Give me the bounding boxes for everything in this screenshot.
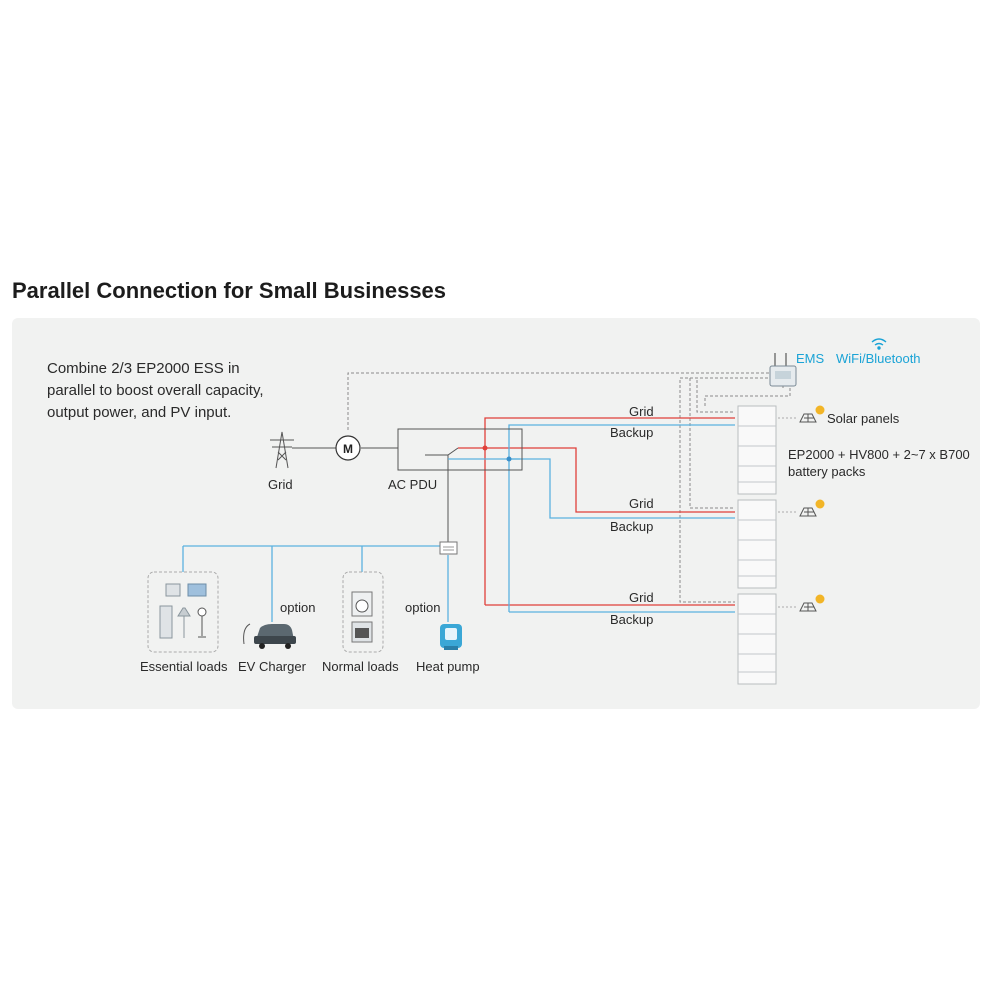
battery-desc-line2: battery packs <box>788 464 866 479</box>
heat-pump-icon <box>440 624 462 650</box>
diagram-panel <box>12 318 980 709</box>
ev-option-label: option <box>280 600 316 615</box>
ac-pdu-label: AC PDU <box>388 477 438 492</box>
unit2-grid-label: Grid <box>629 496 654 511</box>
grid-source-label: Grid <box>268 477 293 492</box>
description-text: Combine 2/3 EP2000 ESS in parallel to bo… <box>47 360 264 421</box>
solar-panel-icon <box>778 413 817 612</box>
battery-desc-line1: EP2000 + HV800 + 2~7 x B700 <box>788 447 970 462</box>
unit3-grid-label: Grid <box>629 590 654 605</box>
essential-loads-icon <box>147 571 219 653</box>
solar-panels-label: Solar panels <box>827 411 900 426</box>
unit1-grid-label: Grid <box>629 404 654 419</box>
heat-pump-option-label: option <box>405 600 441 615</box>
unit2-backup-label: Backup <box>610 519 654 534</box>
ac-pdu-box <box>397 428 523 471</box>
wifi-icon <box>871 338 887 350</box>
car-icon <box>243 623 296 649</box>
grid-lines <box>458 417 735 606</box>
ems-label: EMS <box>796 351 825 366</box>
unit3-backup-label: Backup <box>610 612 654 627</box>
breaker-icon <box>439 541 458 555</box>
washer-icon <box>342 571 384 653</box>
ems-icon <box>769 353 797 387</box>
main-feed <box>292 447 459 545</box>
page-title: Parallel Connection for Small Businesses <box>12 278 447 303</box>
ev-charger-label: EV Charger <box>238 659 306 674</box>
meter-label: M <box>343 442 353 456</box>
meter-icon: M <box>335 435 361 461</box>
pylon-icon <box>270 431 294 469</box>
heat-pump-label: Heat pump <box>416 659 480 674</box>
unit1-backup-label: Backup <box>610 425 654 440</box>
sun-icon <box>815 405 825 604</box>
battery-stack-icon <box>737 405 777 685</box>
backup-lines <box>182 424 735 622</box>
essential-loads-label: Essential loads <box>140 659 228 674</box>
wifi-label: WiFi/Bluetooth <box>836 351 921 366</box>
normal-loads-label: Normal loads <box>322 659 399 674</box>
